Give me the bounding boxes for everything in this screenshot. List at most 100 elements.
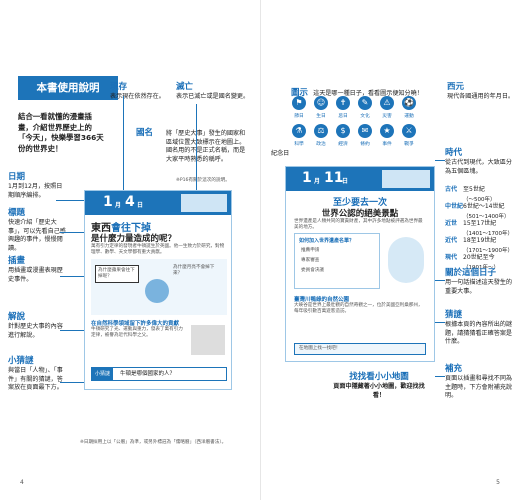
icon-legend-item: ⚑節日 — [291, 96, 307, 119]
quiz-callout: 小猜謎 與當日「人物」、「事件」有關的猜謎，答案放在頁面最下方。 — [8, 356, 68, 393]
connector-line — [60, 232, 88, 233]
card-month: 1 — [302, 170, 312, 186]
country-callout-label-wrap: 國名 — [136, 128, 164, 139]
card-footer-box: 在地圖上找一找吧！ — [294, 343, 426, 355]
left-page: 本書使用說明 結合一看就懂的漫畫插畫，介紹世界歷史上的「今天」，快樂學習366天… — [8, 76, 256, 486]
connector-line — [435, 322, 445, 323]
footnote: ※日期採用上以「公曆」為準，或另外標註為「儒略曆」（西洋曆書法）。 — [80, 440, 227, 445]
portrait-image — [191, 325, 225, 355]
icon-caption: 戰爭 — [404, 142, 414, 147]
era-range: 20世紀至今 — [463, 254, 495, 261]
era-callout: 時代 從古代到現代，大致區分為五個區塊。 — [445, 148, 517, 176]
western-callout: 西元 現代各國通用的年月日。 — [447, 82, 517, 102]
icon-caption: 忌日 — [338, 114, 348, 119]
related-callout: 關於這個日子 用一句話描述這天發生的重要大事。 — [445, 268, 517, 296]
treaty-icon: ✉ — [358, 124, 372, 138]
card-month-unit: 月 — [314, 178, 321, 185]
supplement-label: 補充 — [445, 364, 463, 374]
era-range: 18至19世紀 — [463, 237, 497, 244]
commentary-callout: 解說 針對歷史大事的內容進行解說。 — [8, 312, 68, 340]
death-icon: ✝ — [336, 96, 350, 110]
culture-icon: ✎ — [358, 96, 372, 110]
date-text: 1月到12月，按照日期順序編排。 — [8, 183, 63, 199]
card-day: 4 — [125, 194, 135, 210]
related-text: 用一句話描述這天發生的重要大事。 — [445, 279, 513, 295]
intro-text: 結合一看就懂的漫畫插畫，介紹世界歷史上的「今天」，快樂學習366天份的世界史！ — [18, 112, 104, 153]
icon-legend-item: ★事件 — [379, 124, 395, 147]
icon-legend-item: ⚔ 戰爭 — [401, 124, 417, 147]
supplement-text: 頁面以插畫和尋找不同為主題時，下方會附補充說明。 — [445, 375, 513, 400]
disaster-icon: ⚠ — [380, 96, 394, 110]
date-banner: 1 月 11 日 — [286, 167, 434, 191]
politics-icon: ⚖ — [314, 124, 328, 138]
icon-legend: ⚑節日☺生日✝忌日✎文化⚠災害⚽運動⚗科學⚖政治$經濟✉條約★事件⚔戰爭 — [291, 96, 423, 158]
country-text: 將「歷史大事」發生的國家和區域位置大致標示在地圖上。國名用的不是正式名稱，而是大… — [166, 130, 246, 163]
card-quiz-tag: 小猜謎 — [92, 368, 114, 380]
card-quiz-box: 小猜謎 牛頓是哪個國家的人？ — [91, 367, 227, 381]
war-icon: ⚔ — [402, 124, 416, 138]
country-label: 國名 — [136, 128, 154, 138]
icon-caption: 災害 — [382, 114, 392, 119]
quiz-label: 小猜謎 — [8, 356, 34, 366]
find-callout: 找找看小小地圖 頁面中隱藏著小小地圖，歡迎找找看！ — [329, 372, 429, 400]
icon-legend-item: ⚽運動 — [401, 96, 417, 119]
question-box: 如何加入世界遺產名單？ 推薦申請 專家審查 委員會決議 — [294, 233, 380, 289]
era-name: 近世 — [445, 220, 458, 227]
card-kicker: 東西 — [91, 223, 111, 234]
card-day-unit: 日 — [342, 178, 349, 185]
era-label: 時代 — [445, 148, 463, 158]
card-footer-text: 在地圖上找一找吧！ — [299, 346, 341, 351]
connector-line — [60, 330, 86, 331]
era-row: 古代至5世紀（～500年） — [445, 176, 519, 203]
card-lead: 世界遺產是人類共同的寶貴財產，其中許多地點被評選為世界最美的地方。 — [294, 219, 423, 230]
icon-caption: 政治 — [316, 142, 326, 147]
card-title-line2: 是什麼力量造成的呢？ — [91, 234, 177, 244]
icon-caption: 節日 — [294, 114, 304, 119]
card-day: 11 — [324, 170, 344, 186]
icons-text: 這天是哪一種日子，看看圖示便知分曉！ — [313, 90, 423, 97]
option-2: 專家審查 — [301, 258, 320, 263]
era-name: 古代 — [445, 186, 458, 193]
heading-callout: 標題 快速介紹「歷史大事」，可以先看自己感興趣的事件，慢慢閱讀。 — [8, 208, 68, 253]
sample-page-card: 1 月 4 日 東西會往下掉 是什麼力量造成的呢？ 萬有引力定律的發現者牛頓誕生… — [84, 190, 232, 390]
commentary-label: 解說 — [8, 312, 26, 322]
card-body: 牛頓研究了光、運動與重力，發表了萬有引力定律，被譽為近代科學之父。 — [91, 327, 183, 338]
connector-line — [435, 376, 445, 377]
extinct-callout: 滅亡 表示已滅亡或是國名變更。 — [176, 82, 256, 102]
connector-line — [60, 276, 86, 277]
quiz-text: 與當日「人物」、「事件」有關的猜謎，答案放在頁面最下方。 — [8, 367, 63, 392]
card-month-unit: 月 — [115, 202, 122, 209]
icon-caption: 運動 — [404, 114, 414, 119]
option-3: 委員會決議 — [301, 268, 324, 273]
card-section-title: 臺灣川鴨綠的自然公園 — [294, 297, 350, 303]
page-number: 5 — [496, 479, 500, 486]
card-month: 1 — [103, 194, 113, 210]
mini-map — [181, 194, 227, 212]
card-day-unit: 日 — [137, 202, 144, 209]
era-name: 現代 — [445, 254, 458, 261]
extinct-text: 表示已滅亡或是國名變更。 — [176, 93, 250, 100]
icons-label: 圖示 — [291, 88, 309, 98]
era-years: （～500年） — [463, 197, 496, 203]
heading-label: 標題 — [8, 208, 26, 218]
icon-legend-item: $經濟 — [335, 124, 351, 147]
era-name: 中世紀 — [445, 203, 464, 210]
icon-caption: 條約 — [360, 142, 370, 147]
card-section-title: 在自然科學領域留下許多偉大的貢獻 — [91, 321, 180, 327]
current-label: 現存 — [110, 82, 128, 92]
page-number: 4 — [20, 479, 24, 486]
icon-caption: 文化 — [360, 114, 370, 119]
find-text: 頁面中隱藏著小小地圖，歡迎找找看！ — [333, 383, 425, 399]
icon-caption: 事件 — [382, 142, 392, 147]
illustration-label: 插畫 — [8, 256, 26, 266]
illustration-text: 用插畫或漫畫表現歷史事件。 — [8, 267, 63, 283]
sample-page-card: 1 月 11 日 至少要去一次 世界公認的絕美景點 世界遺產是人類共同的寶貴財產… — [285, 166, 435, 362]
speech-bubble: 為什麼蘋果會往下掉呢？ — [95, 265, 139, 283]
era-name: 近代 — [445, 237, 458, 244]
page-title: 本書使用說明 — [18, 76, 118, 100]
connector-line — [56, 200, 84, 201]
riddle-callout: 猜謎 根據本頁的內容所出的謎題，請猜猜看正確答案是什麼。 — [445, 310, 517, 347]
